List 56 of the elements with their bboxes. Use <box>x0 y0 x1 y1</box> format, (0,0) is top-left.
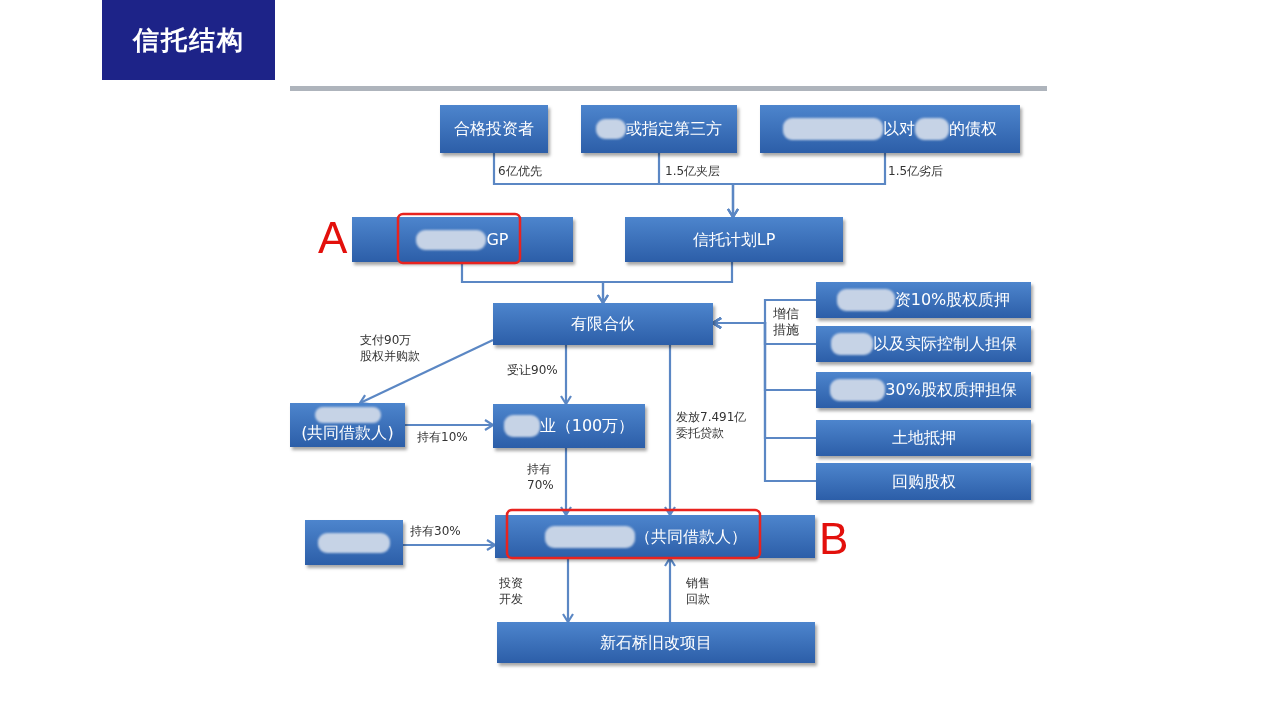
node-text: 回购股权 <box>891 471 956 492</box>
node-text: 资10%股权质押 <box>894 290 1011 310</box>
node-text: 合格投资者 <box>454 119 534 139</box>
arrow <box>358 339 494 406</box>
edge-label: 6亿优先 <box>498 164 542 180</box>
annotation-text: 增信措施 <box>773 306 799 339</box>
process-box <box>625 217 843 262</box>
process-box <box>816 372 1031 408</box>
arrow <box>559 448 573 517</box>
callout-letter: A <box>318 216 348 260</box>
arrow <box>726 153 887 219</box>
arrow <box>596 262 734 305</box>
node-text: 30%股权质押担保 <box>885 380 1017 400</box>
node-text: 业（100万） <box>539 416 635 436</box>
process-box <box>440 105 548 153</box>
arrow <box>663 345 677 517</box>
node-text: 或指定第三方 <box>626 119 722 139</box>
process-box <box>816 420 1031 456</box>
process-box <box>760 105 1020 153</box>
edge-label: 1.5亿劣后 <box>888 164 944 180</box>
process-box <box>816 463 1031 500</box>
callout-letter: B <box>819 517 849 561</box>
arrow <box>561 558 575 624</box>
node-text: 以及实际控制人担保 <box>872 334 1017 354</box>
process-box <box>493 404 645 448</box>
arrow <box>711 316 816 483</box>
arrow <box>403 538 497 552</box>
node-text: 以对 <box>883 119 915 139</box>
arrow <box>663 556 677 622</box>
process-box <box>493 303 713 345</box>
edge-label: 持有10% <box>417 430 468 446</box>
arrow <box>559 345 573 406</box>
edge-label: 销售回款 <box>686 576 711 608</box>
node-text: 的债权 <box>949 119 997 139</box>
node-text: 土地抵押 <box>891 428 956 448</box>
process-box <box>290 403 405 447</box>
node-text: （共同借款人） <box>635 526 747 547</box>
edge-label: 持有30% <box>410 524 461 540</box>
edge-label: 投资开发 <box>499 576 524 608</box>
edge-label: 1.5亿夹层 <box>665 164 721 180</box>
node-text: 新石桥旧改项目 <box>600 632 712 653</box>
edge-label: 受让90% <box>507 363 558 379</box>
node-text: GP <box>486 229 509 250</box>
node-text: 信托计划LP <box>692 229 776 250</box>
title-banner: 信托结构 <box>102 0 275 80</box>
edge-label: 支付90万股权并购款 <box>360 333 421 365</box>
process-box <box>816 326 1031 362</box>
process-box <box>352 217 573 262</box>
process-box <box>495 515 815 558</box>
node-text: 有限合伙 <box>571 314 635 334</box>
process-box <box>816 282 1031 318</box>
arrow <box>405 418 495 432</box>
process-box <box>497 622 815 663</box>
process-box <box>581 105 737 153</box>
process-box <box>305 520 403 565</box>
node-text: (共同借款人) <box>301 423 394 443</box>
